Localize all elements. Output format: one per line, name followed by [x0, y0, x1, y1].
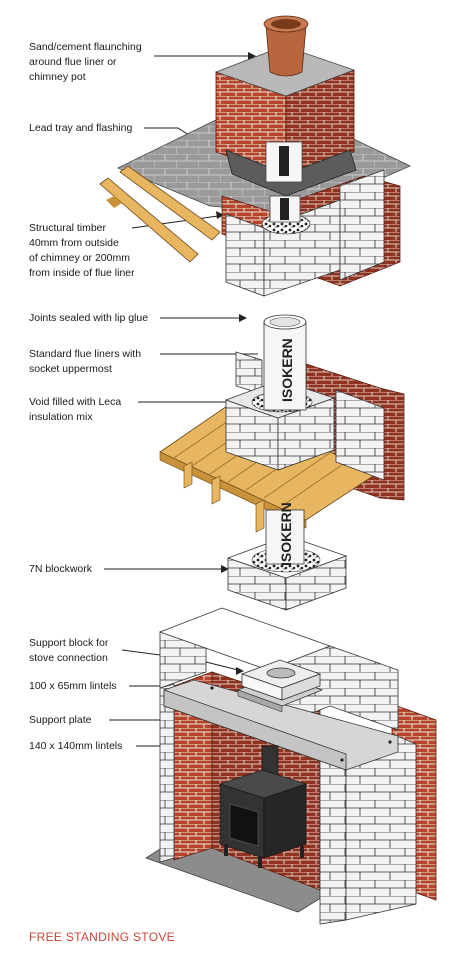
label-lintels-100: 100 x 65mm lintels: [29, 680, 117, 692]
flue-liner-middle: ISOKERN: [263, 314, 307, 411]
lintels: [163, 679, 399, 771]
diagram-caption: FREE STANDING STOVE: [29, 930, 175, 944]
label-structural-timber: Structural timber 40mm from outside of c…: [29, 222, 135, 279]
label-flue-liners: Standard flue liners with socket uppermo…: [29, 348, 142, 375]
label-lead-tray: Lead tray and flashing: [29, 122, 133, 134]
liner-brand-text: ISOKERN: [279, 338, 295, 402]
blockwork-course: ISOKERN: [226, 502, 348, 611]
label-lintels-140: 140 x 140mm lintels: [29, 740, 123, 752]
label-joints-sealed: Joints sealed with lip glue: [29, 312, 149, 324]
upper-flue-liner: [265, 141, 303, 183]
label-flaunching: Sand/cement flaunching around flue liner…: [29, 41, 142, 83]
lower-chimney-section: [221, 169, 401, 297]
liner-brand-text-lower: ISOKERN: [278, 502, 294, 566]
support-block: [240, 659, 322, 701]
structural-timbers: [99, 165, 221, 263]
stove: [219, 745, 307, 868]
floor-joists: [183, 461, 265, 533]
label-support-plate: Support plate: [29, 714, 92, 726]
chimney-pot: [263, 15, 309, 77]
label-support-block: Support block for stove connection: [29, 637, 109, 664]
label-blockwork: 7N blockwork: [29, 563, 93, 575]
label-void-filled: Void filled with Leca insulation mix: [29, 396, 122, 423]
